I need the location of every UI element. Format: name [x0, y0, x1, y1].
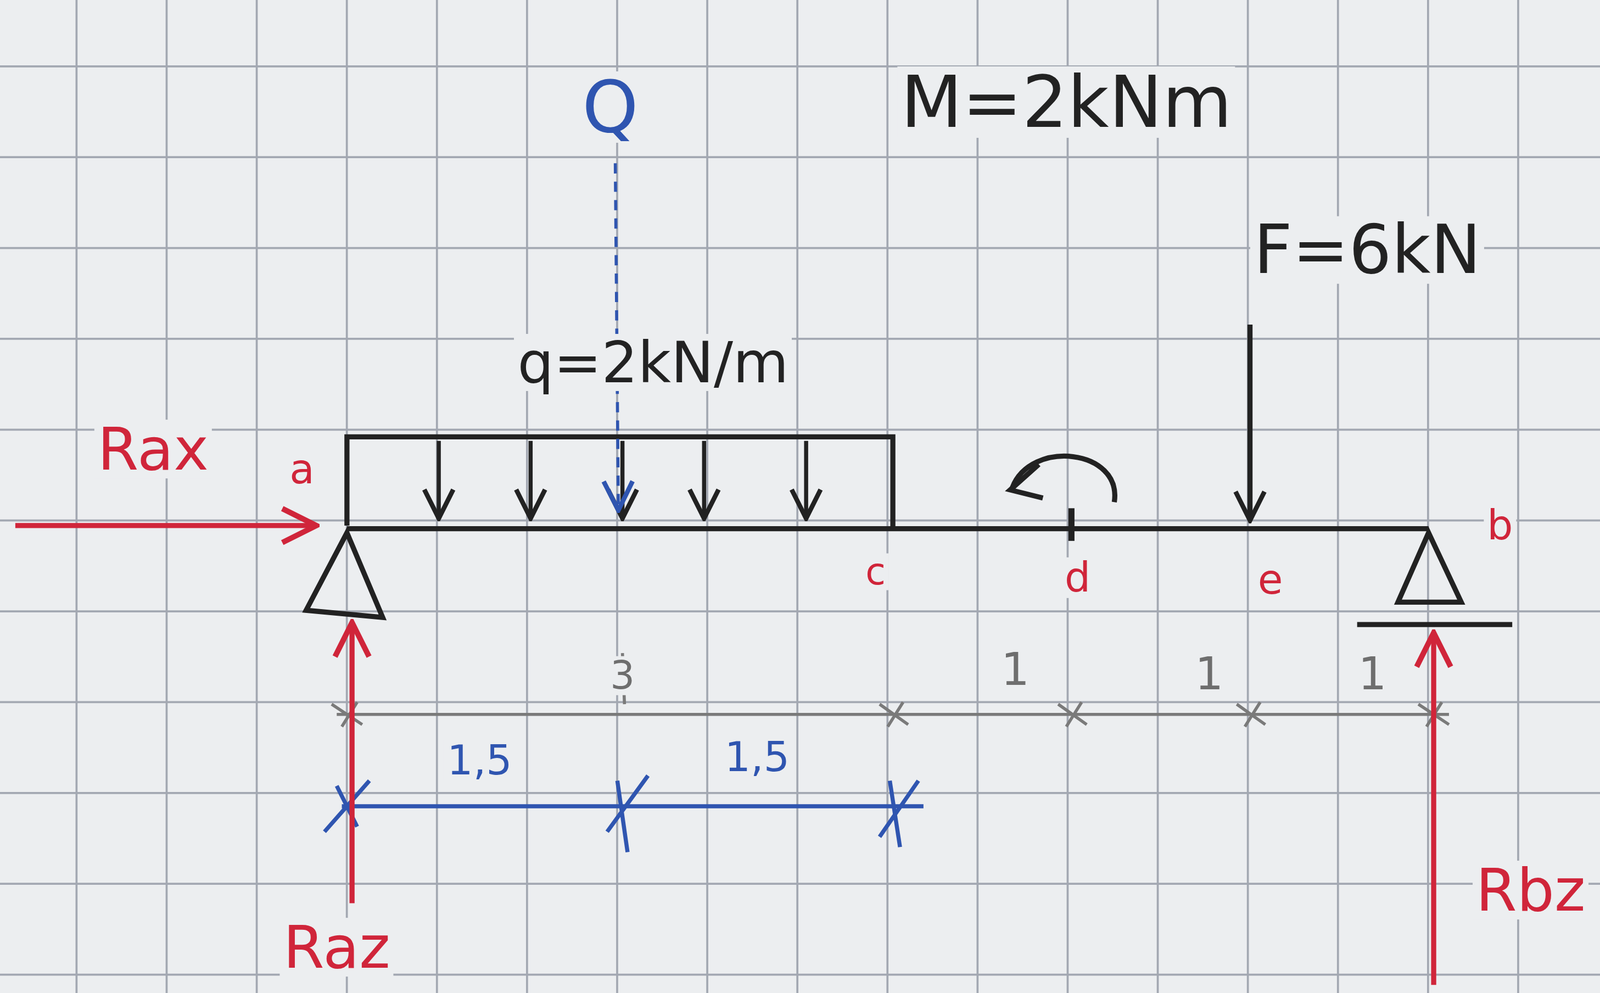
dimension-value: 1,5: [721, 736, 793, 778]
grid-line: [0, 973, 1600, 976]
reaction-label: Rbz: [1472, 860, 1590, 920]
grid-line: [0, 701, 1600, 704]
beam: [347, 526, 1429, 531]
grid-line: [1066, 0, 1070, 993]
load-label: q=2kN/m: [513, 333, 792, 391]
reaction-arrow: [349, 622, 355, 903]
dimension-value: 3: [606, 656, 639, 696]
point-load: [1247, 324, 1253, 521]
load-arrow: [803, 440, 808, 519]
grid-line: [75, 0, 78, 993]
moment-head: [1010, 463, 1043, 498]
grid-line: [0, 337, 1600, 340]
load-arrows: [438, 440, 807, 519]
grid-line: [706, 0, 709, 993]
resultant-label: Q: [578, 71, 642, 143]
distributed-load: [347, 436, 893, 529]
load-arrow: [436, 440, 441, 519]
grid-line: [886, 0, 889, 993]
roller-ground: [1357, 622, 1513, 628]
load-arrow: [528, 440, 533, 519]
grid-line: [255, 0, 259, 993]
reaction-arrow: [15, 522, 317, 528]
grid-line: [0, 428, 1600, 431]
dimension-line: [331, 652, 1450, 727]
dimension-mark: [324, 775, 919, 852]
reaction-arrow: [1430, 632, 1436, 985]
dimension-value: 1: [1191, 651, 1227, 697]
dimension-value: 1: [997, 646, 1033, 692]
moment-label: M=2kNm: [897, 66, 1235, 138]
roller-support: [1397, 532, 1462, 602]
reaction-label: Raz: [280, 917, 394, 977]
pin-support: [306, 532, 383, 618]
grid-line: [976, 0, 979, 993]
dimension-line: [324, 775, 924, 852]
grid-line: [0, 155, 1600, 159]
load-arrow: [702, 440, 707, 519]
point-label: d: [1061, 557, 1094, 598]
point-mark: [1068, 507, 1075, 541]
grid-line: [1336, 0, 1340, 993]
dimension-value: 1,5: [443, 739, 516, 781]
point-label: b: [1483, 505, 1516, 546]
dimension-value: 1: [1355, 651, 1391, 697]
grid-line: [165, 0, 169, 993]
point-label: c: [862, 552, 889, 590]
grid-line: [796, 0, 799, 993]
dimension-mark: [331, 652, 1450, 727]
load-arrow: [620, 440, 625, 519]
grid-line: [0, 65, 1600, 68]
force-label: F=6kN: [1250, 216, 1485, 284]
dimension-line: [342, 803, 924, 808]
point-label: a: [286, 449, 318, 490]
grid-line: [1156, 0, 1160, 993]
grid-line: [0, 610, 1600, 613]
point-label: e: [1254, 558, 1287, 600]
grid-line: [526, 0, 529, 993]
grid-line: [0, 519, 1600, 522]
grid-line: [0, 791, 1600, 794]
reaction-label: Rax: [94, 419, 212, 479]
grid-line: [1517, 0, 1520, 993]
grid-line: [0, 882, 1600, 885]
grid-line: [1427, 0, 1430, 993]
